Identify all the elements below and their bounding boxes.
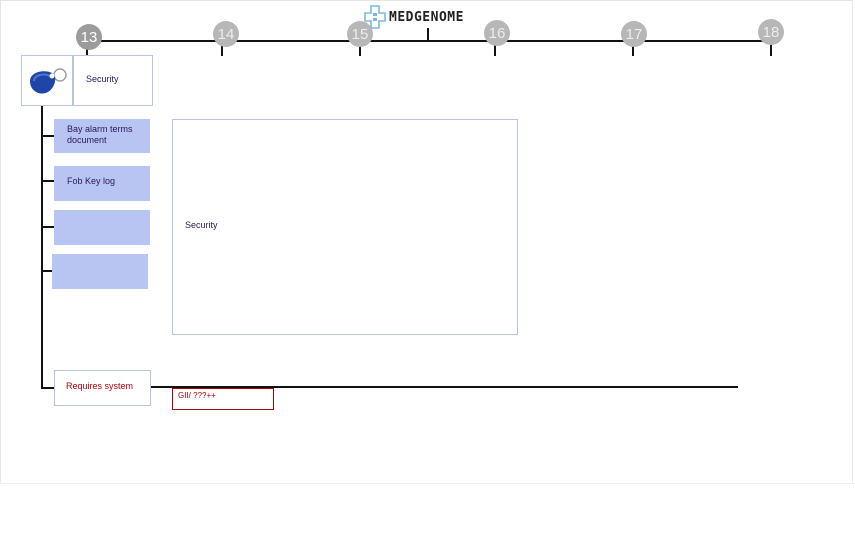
panel-label: Security — [185, 220, 218, 230]
security-title-box[interactable]: Security — [73, 55, 153, 106]
item-empty[interactable] — [54, 210, 150, 245]
tree-branch — [41, 270, 52, 272]
security-title: Security — [86, 74, 119, 84]
timeline-marker-18[interactable]: 18 — [758, 19, 784, 45]
timeline-marker-17[interactable]: 17 — [621, 21, 647, 47]
timeline-marker-13[interactable]: 13 — [76, 24, 102, 50]
timeline-tick — [427, 28, 429, 42]
key-fob-icon — [30, 68, 67, 94]
item-empty[interactable] — [52, 254, 148, 289]
tree-branch — [41, 180, 54, 182]
timeline-line — [88, 40, 772, 42]
requires-connector — [151, 386, 738, 388]
tree-branch — [41, 387, 54, 389]
timeline-tick — [221, 42, 223, 56]
timeline-tick — [359, 42, 361, 56]
brand-name: MEDGENOME — [389, 9, 464, 25]
timeline-marker-16[interactable]: 16 — [484, 20, 510, 46]
timeline-marker-14[interactable]: 14 — [213, 21, 239, 47]
gii-box[interactable]: GII/ ???++ — [172, 388, 274, 410]
medgenome-logo: MEDGENOME — [364, 4, 464, 30]
timeline-tick — [494, 42, 496, 56]
tree-branch — [41, 226, 54, 228]
timeline-marker-15[interactable]: 15 — [347, 21, 373, 47]
requires-system-box[interactable]: Requires system — [54, 370, 151, 406]
security-icon-box[interactable] — [21, 55, 73, 106]
tree-connector — [41, 106, 43, 388]
medical-cross-icon — [364, 5, 386, 29]
timeline-tick — [632, 42, 634, 56]
requires-system-label: Requires system — [66, 381, 134, 391]
timeline-tick — [770, 42, 772, 56]
security-detail-panel: Security — [172, 119, 518, 335]
item-fob-key-log[interactable]: Fob Key log — [54, 166, 150, 201]
tree-branch — [41, 135, 54, 137]
canvas-footer — [0, 483, 855, 535]
item-bay-alarm-terms[interactable]: Bay alarm terms document — [54, 119, 150, 153]
